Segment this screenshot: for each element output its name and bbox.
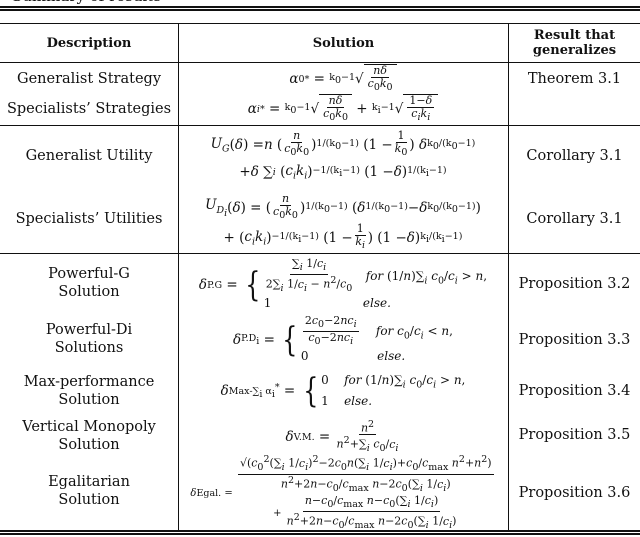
row-result: Proposition 3.4	[518, 383, 631, 399]
row-description: Specialists’ Strategies	[6, 101, 172, 117]
bottom-rule-1	[0, 530, 640, 532]
row-description: Generalist Strategy	[16, 71, 162, 87]
row-description: Powerful-G Solution	[48, 266, 130, 300]
formula-generalist-utility-line2: +δ ∑i (ciki)−1/(ki−1) (1 − δ)1/(ki−1)	[239, 162, 447, 182]
column-divider-1	[178, 23, 179, 530]
row-description: Powerful-Di Solutions	[45, 322, 133, 356]
row-description: Max-performance Solution	[23, 374, 155, 408]
bottom-rule-2	[0, 533, 640, 535]
header-solution: Solution	[312, 35, 375, 51]
row-result: Theorem 3.1	[527, 71, 622, 87]
row-description: Specialists’ Utilities	[15, 211, 163, 227]
header-bottom-rule	[0, 62, 640, 63]
row-result: Corollary 3.1	[526, 148, 623, 164]
row-result: Proposition 3.2	[518, 276, 631, 292]
row-result: Proposition 3.6	[518, 485, 631, 501]
top-rule-2	[0, 9, 640, 11]
cropped-caption: Summary of results	[4, 0, 404, 6]
row-result: Proposition 3.5	[518, 427, 631, 443]
row-description: Egalitarian Solution	[48, 474, 130, 508]
row-rule-2	[0, 253, 640, 254]
header-result: Result that generalizes	[532, 28, 617, 58]
header-description: Description	[46, 35, 132, 51]
column-divider-2	[508, 23, 509, 530]
row-description: Generalist Utility	[25, 148, 153, 164]
row-description: Vertical Monopoly Solution	[22, 419, 156, 453]
row-result: Corollary 3.1	[526, 211, 623, 227]
row-result: Proposition 3.3	[518, 332, 631, 348]
top-rule-1	[0, 6, 640, 8]
header-top-rule	[0, 23, 640, 24]
row-rule-1	[0, 125, 640, 126]
